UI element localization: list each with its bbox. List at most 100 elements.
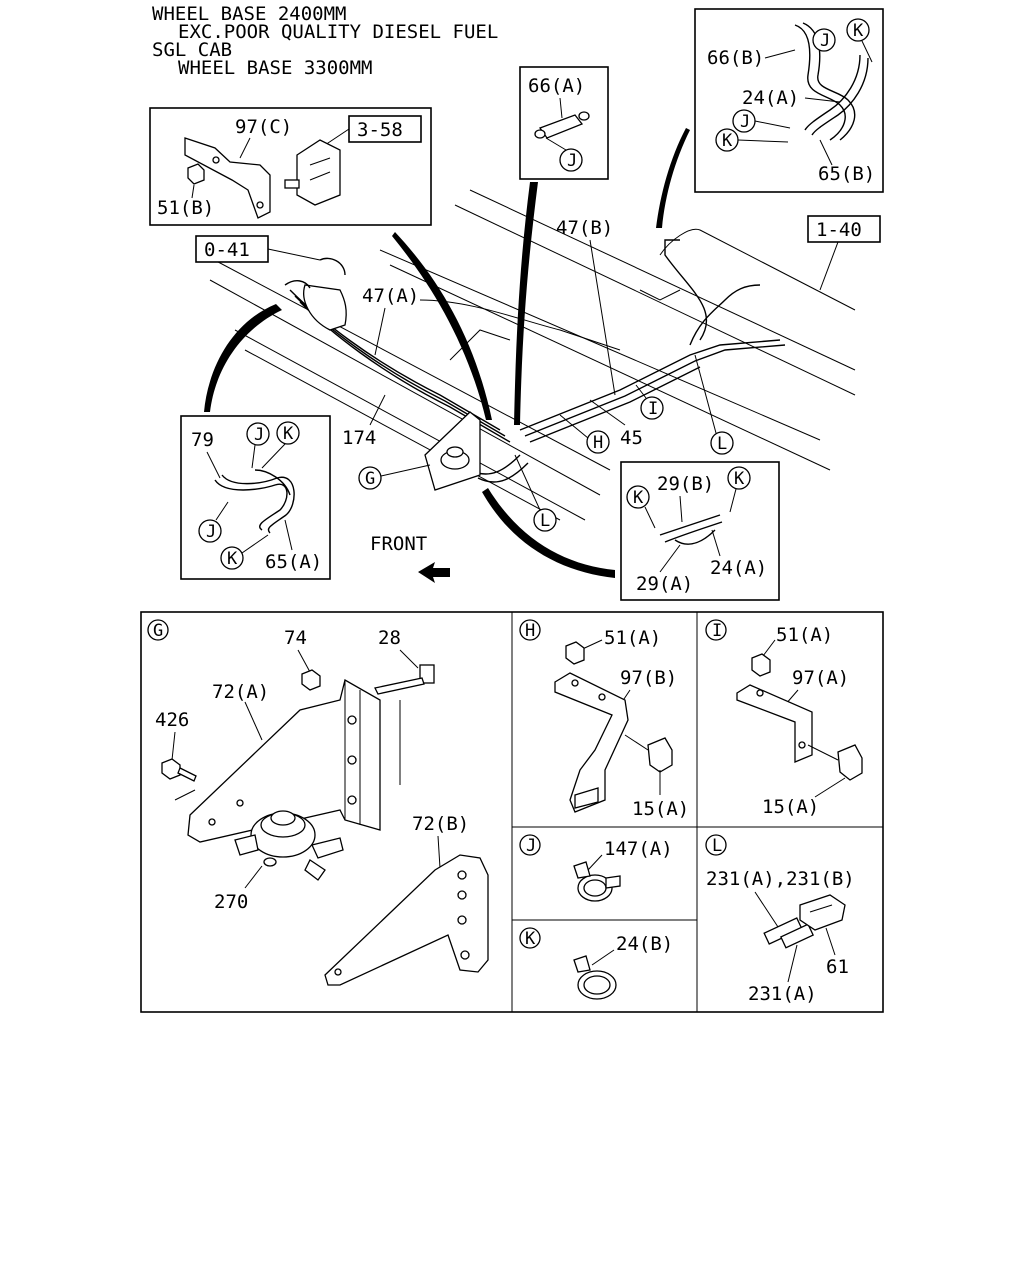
callout-h[interactable]: [586, 430, 610, 454]
header-line-1: WHEEL BASE 2400MM: [152, 3, 346, 25]
label-47b: 47(B): [556, 217, 613, 239]
callout-k-29-left[interactable]: [626, 485, 650, 509]
callout-g[interactable]: [358, 466, 382, 490]
callout-j-66a[interactable]: [559, 148, 583, 172]
ref-1-40: 1-40: [816, 219, 862, 241]
label-24a-mid: 24(A): [710, 557, 767, 579]
callout-k-panel-letter: K: [525, 929, 536, 949]
detail-box-hose-66b: 66(B) J K 24(A) J K 65(B): [694, 8, 884, 193]
label-h-15a: 15(A): [632, 798, 689, 820]
front-label: FRONT: [370, 533, 427, 555]
label-79: 79: [191, 429, 214, 451]
label-24a-top: 24(A): [742, 87, 799, 109]
ref-3-58: 3-58: [357, 119, 403, 141]
callout-g-letter: G: [365, 469, 375, 489]
label-426: 426: [155, 709, 189, 731]
callout-l-letter-2: L: [540, 511, 550, 531]
label-j-147a: 147(A): [604, 838, 673, 860]
header-line-3: SGL CAB: [152, 39, 232, 61]
label-28: 28: [378, 627, 401, 649]
header-line-4: WHEEL BASE 3300MM: [178, 57, 372, 79]
callout-j-panel-letter: J: [526, 836, 536, 856]
callout-k-65a-bottom-letter: K: [227, 549, 238, 569]
label-65a: 65(A): [265, 551, 322, 573]
callout-k-65a-top-letter: K: [283, 424, 294, 444]
callout-i-panel-letter: I: [712, 621, 722, 641]
header-notes: WHEEL BASE 2400MM EXC.POOR QUALITY DIESE…: [152, 3, 498, 79]
label-29b: 29(B): [657, 473, 714, 495]
detail-box-hose-66a: 66(A) J: [519, 66, 609, 180]
callout-j-65a-top-letter: J: [254, 425, 264, 445]
callout-k-29-right-letter: K: [734, 469, 745, 489]
callout-i-main[interactable]: [640, 396, 664, 420]
callout-k-65a-top[interactable]: [276, 421, 300, 445]
callout-k-65a-bottom[interactable]: [220, 546, 244, 570]
label-270: 270: [214, 891, 248, 913]
ref-box-1-40[interactable]: [807, 215, 881, 243]
front-arrow-icon: [418, 562, 450, 583]
callout-k-24a-letter: K: [722, 131, 733, 151]
label-h-51a: 51(A): [604, 627, 661, 649]
callout-k-66b[interactable]: [846, 18, 870, 42]
callout-g-panel-letter: G: [153, 621, 163, 641]
callout-h-panel[interactable]: [519, 619, 541, 641]
label-i-51a: 51(A): [776, 624, 833, 646]
detail-box-hose-65a: 79 J K J K 65(A): [180, 415, 331, 580]
label-45: 45: [620, 427, 643, 449]
callout-i-panel[interactable]: [705, 619, 727, 641]
callout-h-letter: H: [593, 433, 603, 453]
callout-j-65a-bottom[interactable]: [198, 519, 222, 543]
callout-l-panel-letter: L: [712, 836, 722, 856]
callout-g-panel[interactable]: [147, 619, 169, 641]
callout-i-letter: I: [648, 399, 658, 419]
detail-pointers: [204, 128, 690, 578]
callout-l-main-1[interactable]: [710, 431, 734, 455]
label-i-97a: 97(A): [792, 667, 849, 689]
label-k-24b: 24(B): [616, 933, 673, 955]
detail-k-clip: K 24(B): [519, 927, 673, 1000]
callout-k-29-right[interactable]: [727, 466, 751, 490]
callout-j-66b[interactable]: [812, 28, 836, 52]
label-66a: 66(A): [528, 75, 585, 97]
callout-l-letter-1: L: [717, 434, 727, 454]
label-51b: 51(B): [157, 197, 214, 219]
label-66b: 66(B): [707, 47, 764, 69]
callout-j-24a-letter: J: [740, 112, 750, 132]
callout-j-panel[interactable]: [519, 834, 541, 856]
main-labels: 47(B) 47(A) 174 45 0-41 1-40 G H I L L: [195, 215, 881, 532]
label-h-97b: 97(B): [620, 667, 677, 689]
connector-left: [284, 257, 347, 331]
frame-rails: [204, 189, 856, 521]
detail-h-bracket: H 51(A) 97(B) 15(A): [519, 619, 689, 820]
label-174: 174: [342, 427, 376, 449]
label-l-61: 61: [826, 956, 849, 978]
callout-k-panel[interactable]: [519, 927, 541, 949]
detail-i-bracket: I 51(A) 97(A) 15(A): [705, 619, 863, 818]
callout-l-panel[interactable]: [705, 834, 727, 856]
detail-box-bracket-97c: 97(C) 3-58 51(B): [149, 107, 432, 226]
callout-k-29-left-letter: K: [633, 488, 644, 508]
filter-assembly-main: [424, 411, 481, 491]
callout-h-panel-letter: H: [525, 621, 535, 641]
header-line-2: EXC.POOR QUALITY DIESEL FUEL: [178, 21, 498, 43]
label-29a: 29(A): [636, 573, 693, 595]
ref-0-41: 0-41: [204, 239, 250, 261]
callout-l-main-2[interactable]: [533, 508, 557, 532]
label-97c: 97(C): [235, 116, 292, 138]
detail-l-spacers: L 231(A),231(B) 61 231(A): [705, 834, 855, 1005]
label-l-231ab: 231(A),231(B): [706, 868, 855, 890]
label-65b: 65(B): [818, 163, 875, 185]
label-74: 74: [284, 627, 307, 649]
callout-j-66a-letter: J: [567, 151, 577, 171]
label-47a: 47(A): [362, 285, 419, 307]
front-indicator: FRONT: [370, 533, 450, 583]
ref-box-0-41[interactable]: [195, 235, 269, 263]
callout-k-66b-letter: K: [853, 21, 864, 41]
label-72a: 72(A): [212, 681, 269, 703]
callout-j-65a-bottom-letter: J: [206, 522, 216, 542]
label-72b: 72(B): [412, 813, 469, 835]
label-i-15a: 15(A): [762, 796, 819, 818]
callout-j-65a-top[interactable]: [246, 422, 270, 446]
